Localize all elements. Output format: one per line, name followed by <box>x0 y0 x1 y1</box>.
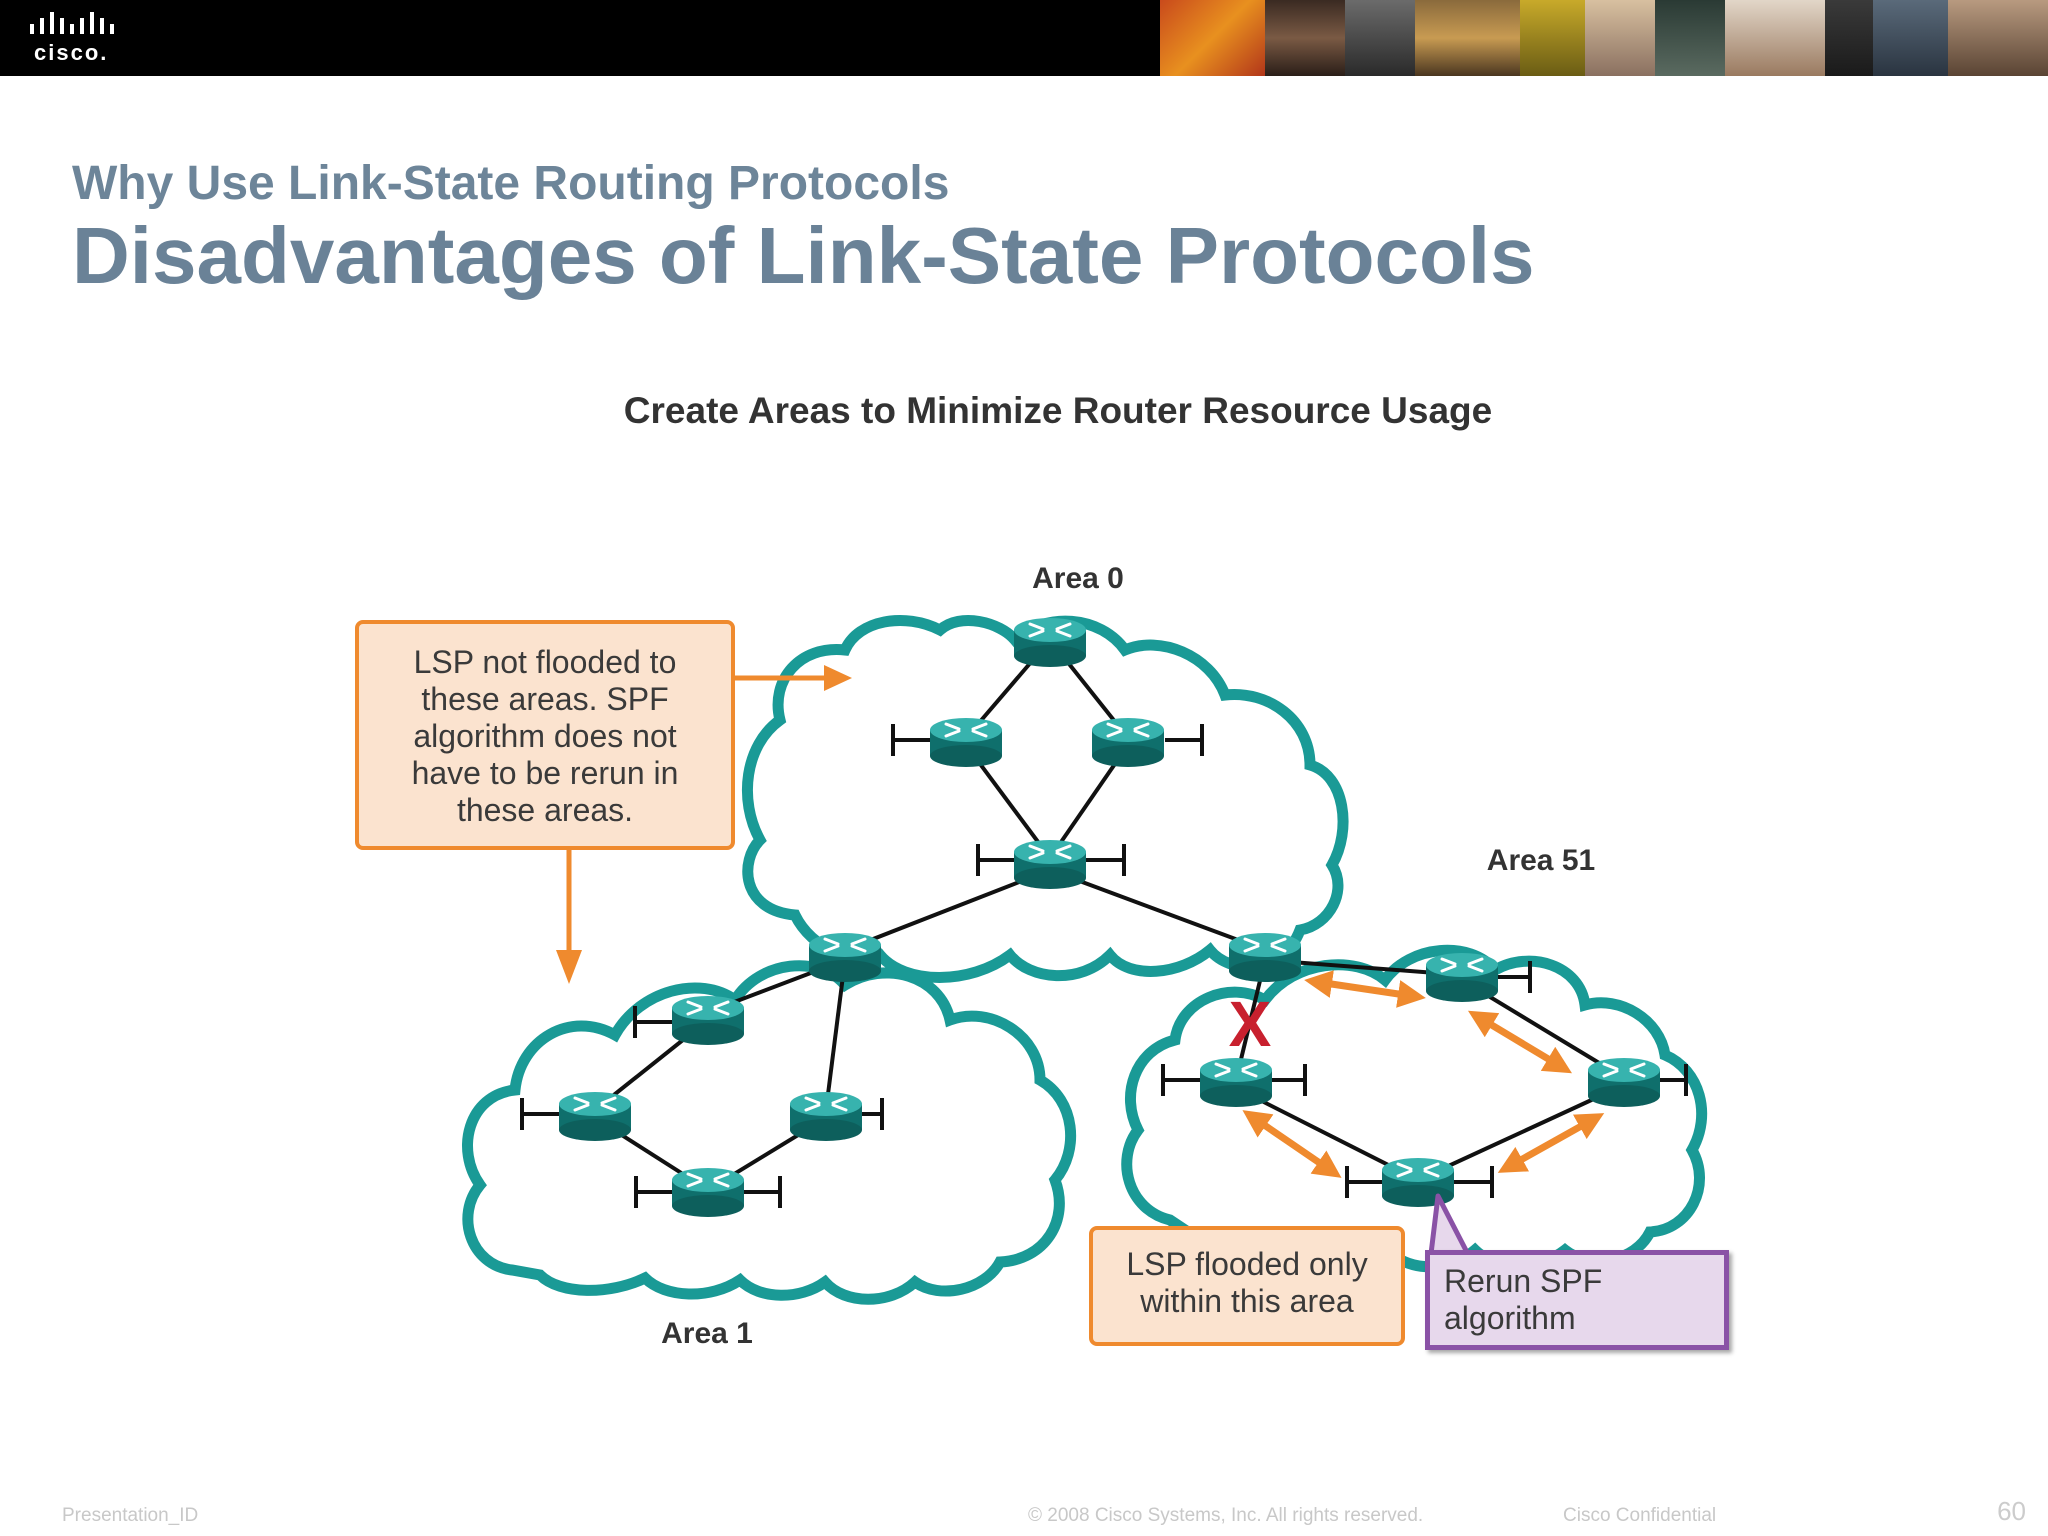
area1-cloud <box>462 960 1077 1305</box>
callout-lsp-not-flooded: LSP not flooded to these areas. SPF algo… <box>355 620 735 850</box>
router-icon <box>928 716 1004 769</box>
callout-line: algorithm does not <box>413 718 677 754</box>
callout-line: within this area <box>1140 1283 1354 1319</box>
page-number: 60 <box>1997 1496 2026 1526</box>
host-stubs <box>520 724 1688 1208</box>
router-icon <box>1227 931 1303 984</box>
router-icon <box>1198 1056 1274 1109</box>
area1-label: Area 1 <box>661 1317 753 1350</box>
arrow-right-icon <box>824 665 852 691</box>
area0-label: Area 0 <box>1032 562 1124 595</box>
callout-line: these areas. <box>456 792 634 828</box>
lsp-flood-arrows <box>1242 970 1605 1178</box>
footer-confidential: Cisco Confidential <box>1563 1505 1717 1526</box>
callout-lsp-flooded-only: LSP flooded only within this area <box>1089 1226 1405 1346</box>
cisco-bars-icon <box>30 12 114 34</box>
top-banner: cisco. <box>0 0 2048 76</box>
router-icon <box>670 994 746 1047</box>
footer-presentation-id: Presentation_ID <box>62 1505 199 1526</box>
area51-label: Area 51 <box>1487 844 1595 877</box>
callout-rerun-spf: Rerun SPF algorithm <box>1425 1250 1729 1350</box>
link-failure-icon: X <box>1229 988 1272 1060</box>
router-icon <box>670 1166 746 1219</box>
router-icon <box>1424 951 1500 1004</box>
banner-photo-strip <box>1160 0 2048 76</box>
cisco-logo-text: cisco. <box>34 40 109 65</box>
callout-line: have to be rerun in <box>411 755 679 791</box>
router-icon <box>788 1090 864 1143</box>
cisco-logo: cisco. <box>28 12 128 66</box>
router-icon <box>1012 616 1088 669</box>
slide-title: Disadvantages of Link-State Protocols <box>72 211 1535 300</box>
slide-subtitle: Why Use Link-State Routing Protocols <box>72 157 950 210</box>
callout-line: LSP not flooded to <box>413 644 677 680</box>
callout-line: LSP flooded only <box>1126 1246 1368 1282</box>
router-icon <box>1012 838 1088 891</box>
area51-cloud <box>1121 944 1708 1273</box>
callout-line: algorithm <box>1444 1300 1576 1336</box>
callout-line: Rerun SPF <box>1444 1263 1603 1299</box>
footer-copyright: © 2008 Cisco Systems, Inc. All rights re… <box>1028 1505 1424 1526</box>
router-icon <box>1586 1056 1662 1109</box>
router-icon <box>1090 716 1166 769</box>
router-icon <box>1380 1156 1456 1209</box>
diagram-title: Create Areas to Minimize Router Resource… <box>623 390 1493 431</box>
arrow-down-icon <box>556 950 582 984</box>
router-icon <box>807 931 883 984</box>
router-icon <box>557 1090 633 1143</box>
callout-line: these areas. SPF <box>421 681 669 717</box>
